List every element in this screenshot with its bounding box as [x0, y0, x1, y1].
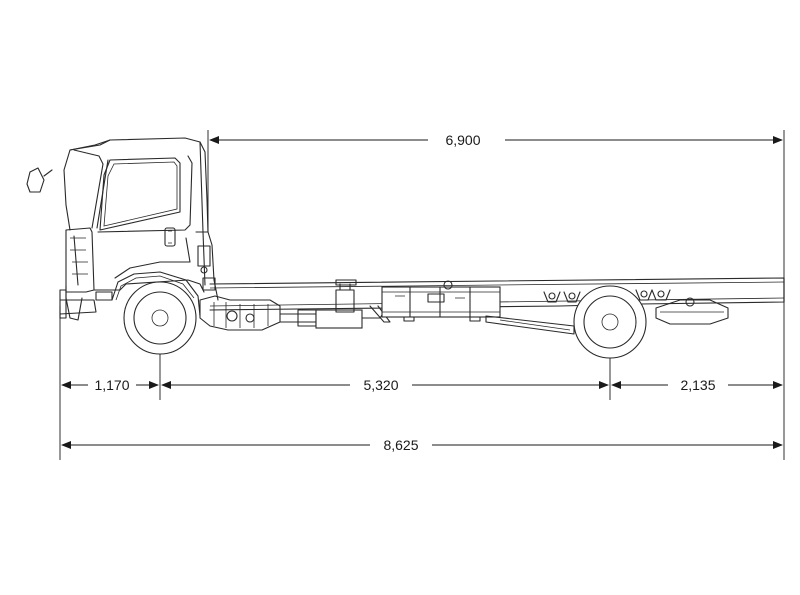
spring-hanger-rear-2: [651, 289, 671, 301]
drivetrain: [199, 279, 391, 331]
spring-hanger-rear-1: [635, 289, 653, 301]
dim-overall-length: 8,625: [61, 437, 783, 453]
rear-suspension: [485, 289, 671, 335]
spring-hanger-front: [543, 291, 561, 303]
extension-lines: [59, 130, 785, 460]
dim-label-2135: 2,135: [680, 377, 715, 393]
spring-hanger-mid: [563, 291, 581, 303]
dim-rear-overhang: 2,135: [611, 377, 783, 393]
front-wheel: [123, 281, 197, 355]
dim-label-1170: 1,170: [94, 377, 129, 393]
dim-label-5320: 5,320: [363, 377, 398, 393]
spare-wheel: [655, 297, 729, 325]
dim-label-8625: 8,625: [383, 437, 418, 453]
rear-wheel: [573, 285, 647, 359]
fuel-tank: [381, 280, 501, 322]
truck-drawing: [26, 137, 785, 359]
dim-front-overhang: 1,170: [61, 377, 159, 393]
dim-wheelbase: 5,320: [161, 377, 609, 393]
cab: [59, 137, 219, 321]
dim-label-6900: 6,900: [445, 132, 480, 148]
side-mirror: [26, 167, 53, 193]
dim-cab-to-rear: 6,900: [209, 132, 783, 148]
